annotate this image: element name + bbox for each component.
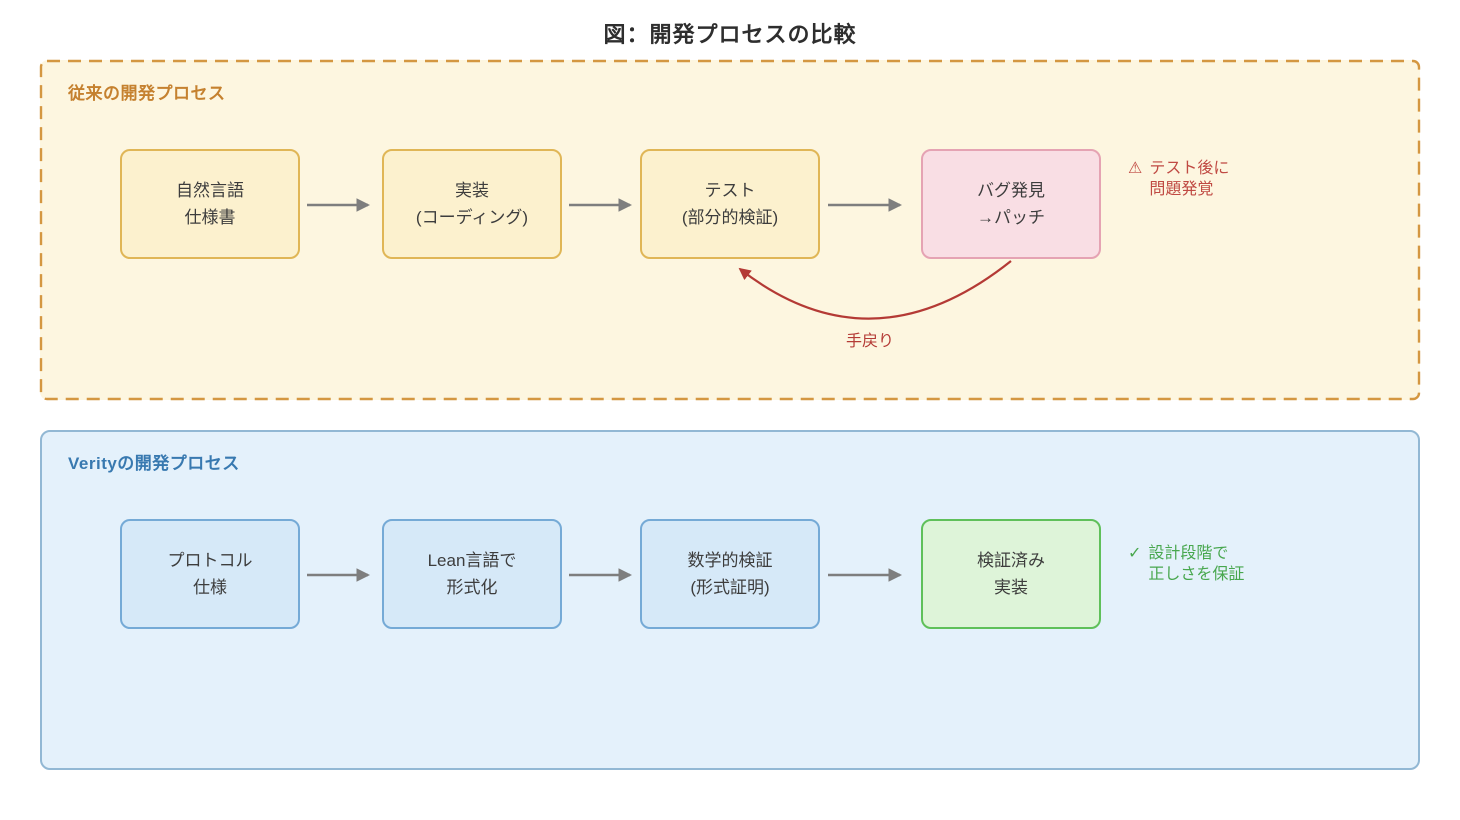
node-natural-language-spec: 自然言語 仕様書 xyxy=(120,149,300,259)
warning-note-text: テスト後に 問題発覚 xyxy=(1149,160,1230,198)
rework-label: 手戻り xyxy=(845,333,894,350)
node-protocol-spec: プロトコル 仕様 xyxy=(120,519,300,629)
node-lean-formalization: Lean言語で 形式化 xyxy=(382,519,562,629)
warning-note: ⚠ テスト後に 問題発覚 xyxy=(1128,158,1229,200)
node-mathematical-verification: 数学的検証 (形式証明) xyxy=(640,519,820,629)
success-note-text: 設計段階で 正しさを保証 xyxy=(1148,545,1245,583)
warning-icon: ⚠ xyxy=(1128,160,1143,177)
traditional-section-label: 従来の開発プロセス xyxy=(68,84,226,103)
node-verified-implementation: 検証済み 実装 xyxy=(921,519,1101,629)
node-implementation-coding: 実装 (コーディング) xyxy=(382,149,562,259)
node-bug-found-patch: バグ発見 →パッチ xyxy=(921,149,1101,259)
check-icon: ✓ xyxy=(1128,545,1142,562)
diagram-title: 図：開発プロセスの比較 xyxy=(603,22,857,47)
node-test-partial-verification: テスト (部分的検証) xyxy=(640,149,820,259)
verity-section-label: Verityの開発プロセス xyxy=(68,454,240,473)
success-note: ✓ 設計段階で 正しさを保証 xyxy=(1128,543,1244,585)
